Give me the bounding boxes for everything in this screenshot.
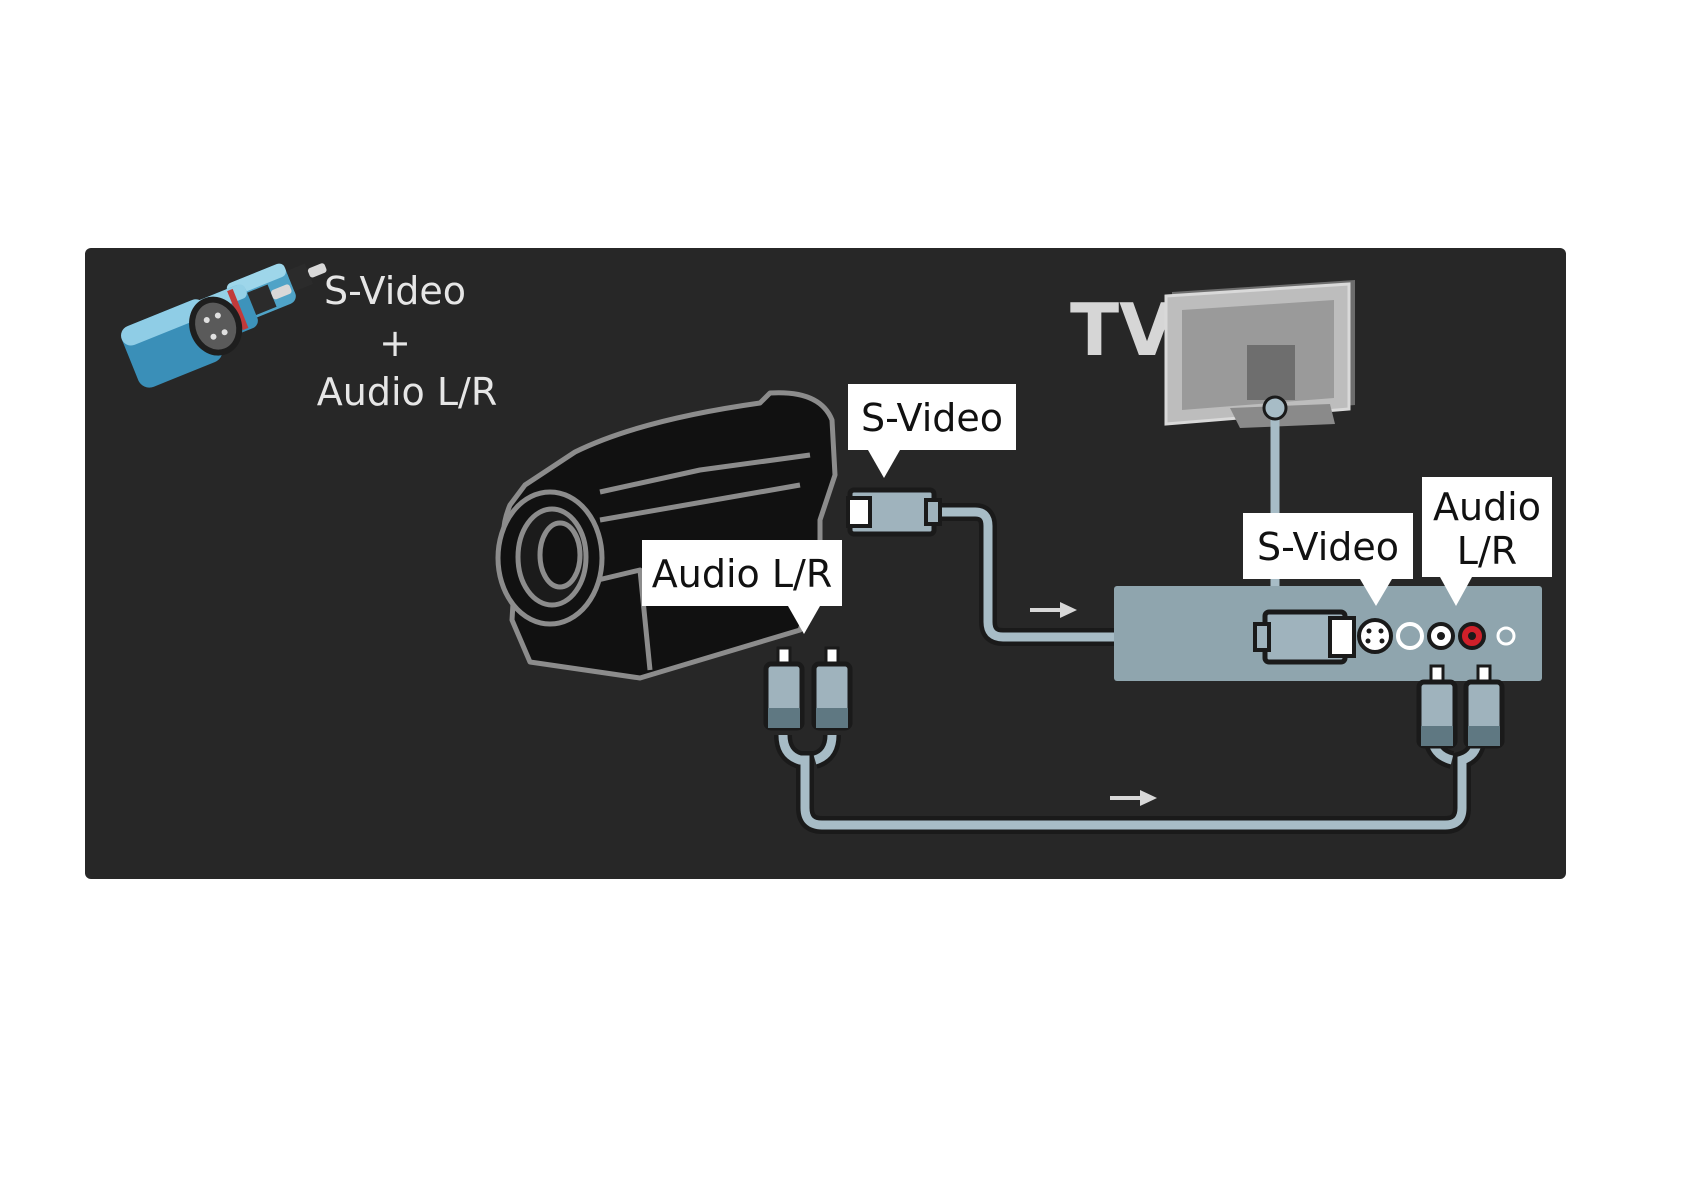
legend-line-2: + xyxy=(379,321,411,365)
legend-line-1: S-Video xyxy=(324,269,466,313)
svideo-jack-icon xyxy=(1359,620,1391,652)
tv-label: TV xyxy=(1070,288,1175,372)
callout-tv-svideo-text: S-Video xyxy=(1257,525,1399,569)
callout-camcorder-audio-text: Audio L/R xyxy=(652,552,832,596)
small-jack-icon xyxy=(1498,628,1514,644)
callout-camcorder-svideo-text: S-Video xyxy=(861,396,1003,440)
callout-tv-audio-text-1: Audio xyxy=(1433,485,1541,529)
callout-tv-audio-text-2: L/R xyxy=(1457,529,1517,573)
legend-line-3: Audio L/R xyxy=(317,370,497,414)
video-jack-icon xyxy=(1398,624,1422,648)
